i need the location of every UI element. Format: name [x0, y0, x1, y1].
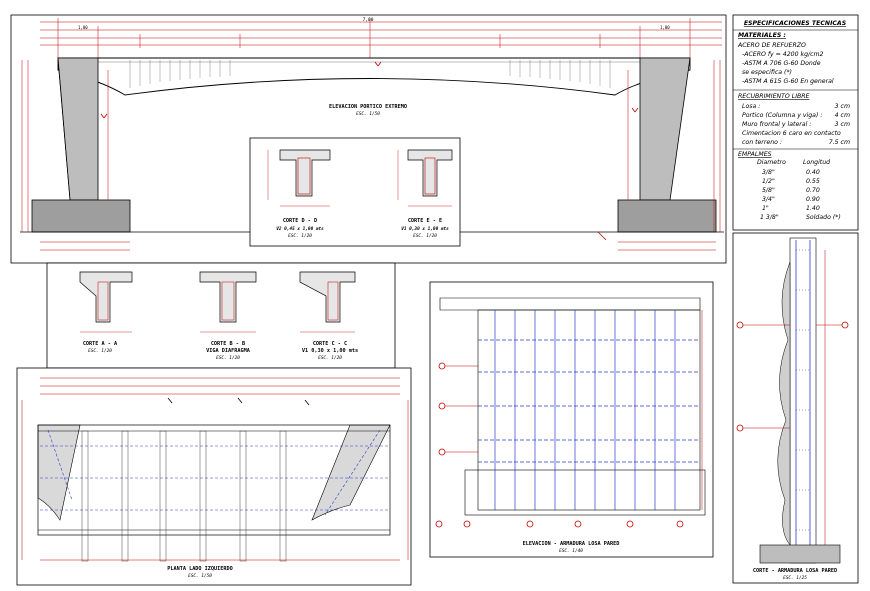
specs-materiales: MATERIALES : [738, 32, 786, 39]
specs-recubrimiento-header: RECUBRIMIENTO LIBRE [738, 93, 810, 100]
plan-left-side: PLANTA LADO IZQUIERDO ESC. 1/50 [16, 367, 412, 586]
slab-elevation-title: ELEVACION - ARMADURA LOSA PARED [523, 541, 620, 547]
portico-title: ELEVACION PORTICO EXTREMO [329, 104, 407, 110]
specs-emp-d-2: 1/2" [762, 178, 775, 185]
section-c-title: CORTE C - C [313, 341, 347, 347]
section-e-drawing [397, 149, 453, 207]
portico-dim-right: 1,00 [660, 25, 670, 30]
specs-emp-d-1: 3/8" [762, 169, 775, 176]
specs-emp-l-1: 0.40 [806, 169, 820, 176]
slab-wall-elevation: ELEVACION - ARMADURA LOSA PARED ESC. 1/4… [429, 281, 714, 558]
section-b-subtitle: VIGA DIAFRAGMA [206, 348, 251, 354]
section-a-scale: ESC. 1/20 [88, 348, 112, 354]
specs-acero-title: ACERO DE REFUERZO [737, 42, 806, 49]
specs-rec-label-3: Muro frontal y lateral : [742, 120, 811, 128]
section-d-title: CORTE D - D [283, 218, 317, 224]
section-c-scale: ESC. 1/20 [318, 355, 342, 361]
section-c-subtitle: V1 0,30 x 1,00 mts [302, 348, 358, 354]
section-d-subtitle: V2 0,45 x 1,00 mts [276, 226, 324, 232]
specs-acero-line-3: se especifica (*) [742, 69, 792, 76]
portico-dim-left: 1,00 [78, 25, 88, 30]
specs-emp-d-6: 1 3/8" [760, 214, 779, 221]
specs-rec-value-1: 3 cm [835, 103, 850, 110]
specs-rec-label-5: con terreno : [742, 138, 782, 146]
portico-elevation: 7,00 1,00 1,00 [10, 14, 727, 264]
sections-a-b-c: CORTE A - A ESC. 1/20 CORTE B - B VIGA D… [46, 262, 396, 369]
specs-header: ESPECIFICACIONES TECNICAS [744, 20, 847, 27]
section-e-title: CORTE E - E [408, 218, 442, 224]
specs-emp-l-5: 1.40 [806, 205, 820, 212]
portico-scale: ESC. 1/50 [356, 111, 380, 117]
specs-emp-d-4: 3/4" [762, 196, 775, 203]
plan-title: PLANTA LADO IZQUIERDO [167, 566, 233, 572]
slab-section-scale: ESC. 1/25 [783, 575, 807, 581]
specs-emp-d-5: 1" [762, 205, 769, 212]
specs-emp-l-4: 0.90 [806, 196, 820, 203]
section-b-title: CORTE B - B [211, 341, 245, 347]
slab-wall-section: CORTE - ARMADURA LOSA PARED ESC. 1/25 [732, 232, 859, 584]
specs-acero-line-4: -ASTM A 615 G-60 En general [742, 78, 834, 85]
specs-acero-line-1: -ACERO fy = 4200 kg/cm2 [742, 51, 824, 58]
specs-acero-line-2: -ASTM A 706 G-60 Donde [742, 60, 821, 67]
plan-scale: ESC. 1/50 [188, 573, 212, 579]
section-b-scale: ESC. 1/20 [216, 355, 240, 361]
specs-table: ESPECIFICACIONES TECNICAS MATERIALES : A… [732, 14, 859, 231]
specs-rec-value-3: 3 cm [835, 121, 850, 128]
portico-dim-total: 7,00 [363, 17, 374, 23]
specs-rec-value-2: 4 cm [835, 112, 850, 119]
beam-stirrups [129, 60, 611, 88]
specs-rec-label-4: Cimentacion 6 caro en contacto [742, 129, 841, 137]
specs-empalmes-header: EMPALMES [738, 151, 772, 158]
specs-emp-l-2: 0.55 [806, 178, 820, 185]
section-d-scale: ESC. 1/20 [288, 233, 312, 239]
specs-rec-label-1: Losa : [742, 103, 760, 110]
specs-emp-d-3: 5/8" [762, 187, 775, 194]
specs-rec-label-2: Portico (Columna y viga) : [742, 111, 822, 119]
section-e-subtitle: V1 0,30 x 1,00 mts [401, 226, 449, 232]
slab-elevation-scale: ESC. 1/40 [559, 548, 583, 554]
specs-rec-value-5: 7.5 cm [829, 139, 850, 146]
section-a-title: CORTE A - A [83, 341, 118, 347]
specs-col-diametro: Diametro [757, 158, 786, 166]
specs-col-longitud: Longitud [803, 158, 830, 166]
sections-d-e: CORTE D - D V2 0,45 x 1,00 mts ESC. 1/20… [249, 137, 461, 247]
specs-emp-l-3: 0.70 [806, 187, 820, 194]
slab-section-title: CORTE - ARMADURA LOSA PARED [753, 568, 837, 574]
section-d-drawing [267, 149, 331, 207]
specs-emp-l-6: Soldado (*) [806, 214, 841, 221]
section-e-scale: ESC. 1/20 [413, 233, 437, 239]
